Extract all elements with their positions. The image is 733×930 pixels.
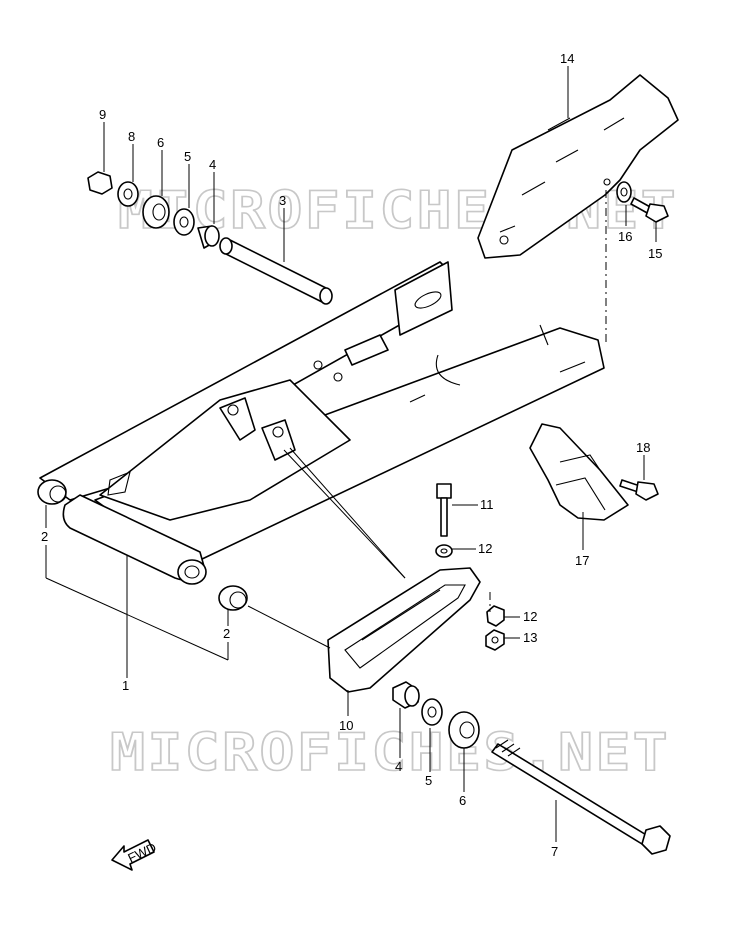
fwd-label: FWD — [125, 840, 158, 866]
pivot-bolt-part-7 — [491, 739, 671, 855]
swing-arm-part-1 — [39, 261, 605, 585]
bearing-part-2-upper — [37, 479, 67, 505]
leader-lines — [45, 66, 657, 842]
callout-5-lower: 5 — [425, 773, 432, 788]
chain-guide-part-17 — [529, 423, 629, 521]
callout-18: 18 — [636, 440, 650, 455]
chain-buffer-part-10 — [327, 567, 481, 693]
callout-2-upper: 2 — [41, 529, 48, 544]
callout-14: 14 — [560, 51, 574, 66]
bushing-part-6-upper — [142, 195, 170, 229]
bearing-part-2-lower — [218, 585, 248, 611]
bushing-part-6-lower — [448, 711, 480, 749]
callout-12-upper: 12 — [478, 541, 492, 556]
callout-5-upper: 5 — [184, 149, 191, 164]
washer-part-5-lower — [421, 698, 443, 726]
callout-17: 17 — [575, 553, 589, 568]
callout-9: 9 — [99, 107, 106, 122]
callout-7: 7 — [551, 844, 558, 859]
bolt-part-15 — [630, 197, 669, 223]
callout-2-lower: 2 — [223, 626, 230, 641]
callout-3: 3 — [279, 193, 286, 208]
assembly-dashed-lines — [489, 190, 607, 612]
callout-4-lower: 4 — [395, 759, 402, 774]
bolt-part-18 — [619, 479, 659, 501]
watermark-bottom: MICROFICHES.NET — [110, 723, 670, 783]
callout-11: 11 — [480, 497, 494, 512]
nut-part-12-lower — [486, 605, 505, 627]
callout-15: 15 — [648, 246, 662, 261]
callout-6-upper: 6 — [157, 135, 164, 150]
collar-part-4-lower — [392, 681, 420, 709]
callout-10: 10 — [339, 718, 353, 733]
washer-part-12-upper — [435, 544, 453, 558]
collar-part-4-upper — [197, 225, 220, 249]
nut-part-13 — [485, 629, 505, 651]
chain-cover-part-14 — [477, 74, 679, 259]
callout-16: 16 — [618, 229, 632, 244]
callout-6-lower: 6 — [459, 793, 466, 808]
bolt-part-11 — [436, 483, 452, 537]
callout-1: 1 — [122, 678, 129, 693]
callout-13: 13 — [523, 630, 537, 645]
washer-part-16 — [616, 181, 632, 203]
callout-4-upper: 4 — [209, 157, 216, 172]
callout-labels: 1 2 2 3 4 4 5 5 6 6 7 8 9 10 11 12 12 13… — [41, 51, 662, 859]
washer-part-5-upper — [173, 208, 195, 236]
forward-direction-arrow: FWD — [111, 839, 159, 871]
washer-part-8 — [117, 181, 139, 207]
spacer-part-3 — [219, 237, 333, 305]
nut-part-9 — [87, 171, 113, 195]
callout-8: 8 — [128, 129, 135, 144]
callout-12-lower: 12 — [523, 609, 537, 624]
